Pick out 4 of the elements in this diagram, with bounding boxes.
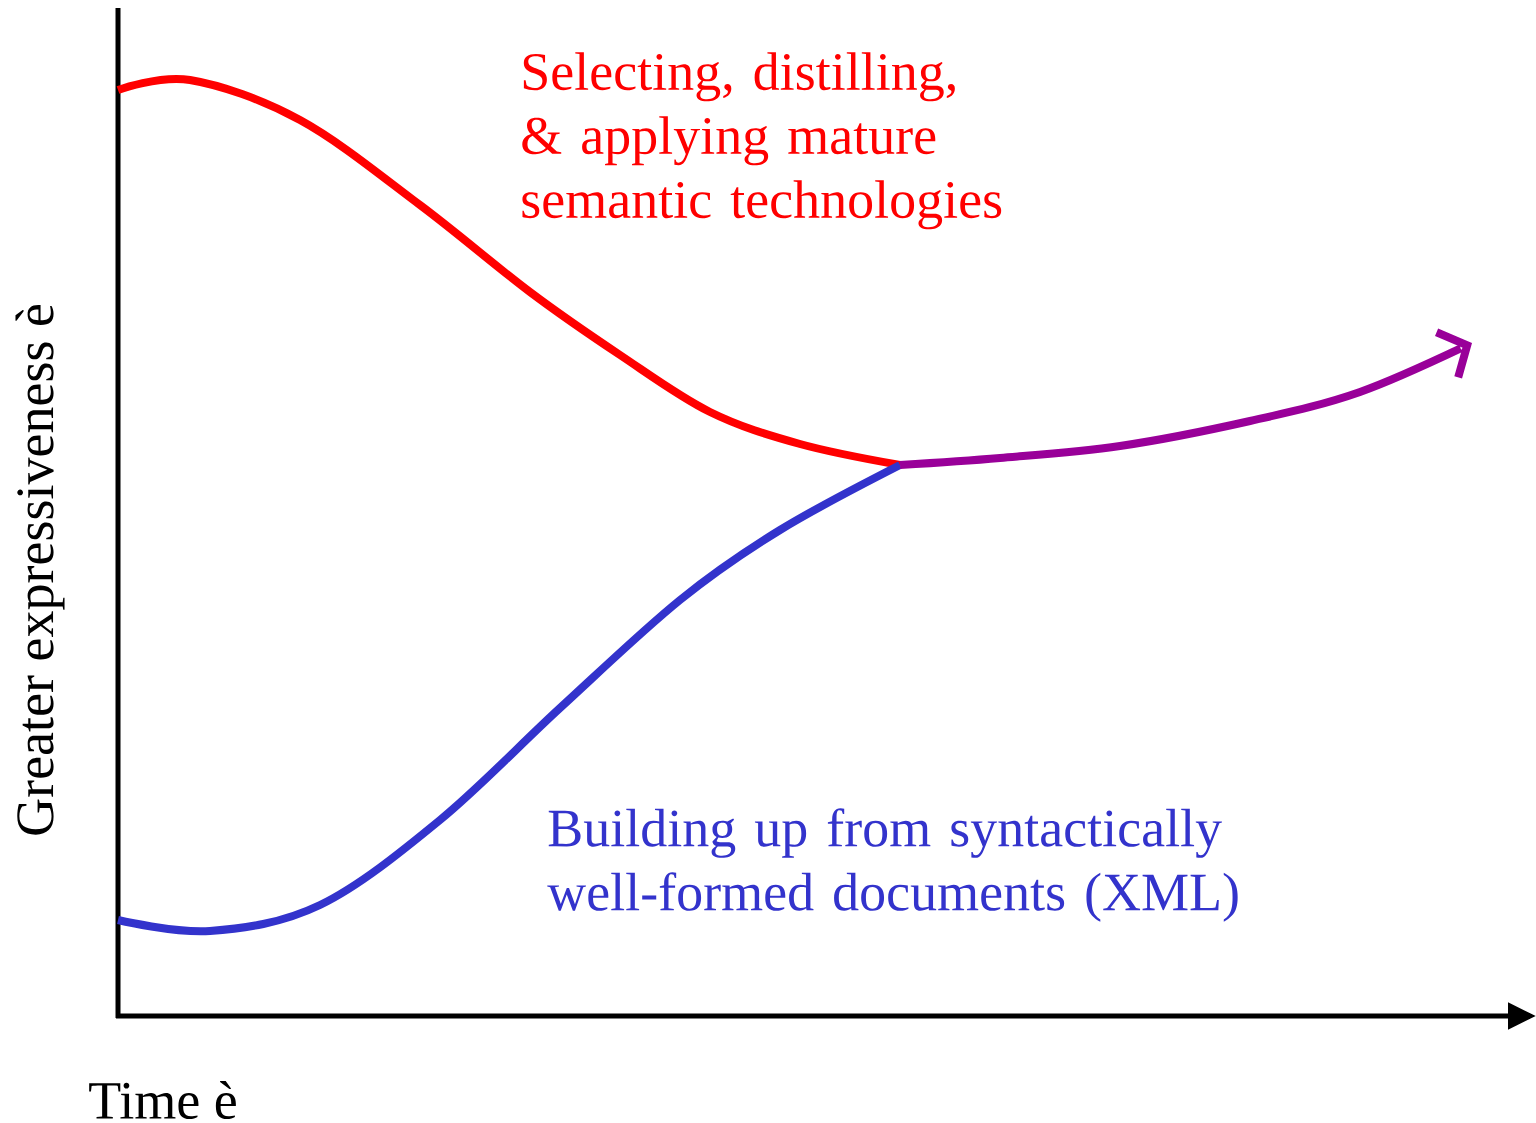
curve-label: Building up from syntactically well-formed documents (XML): [547, 808, 1238, 922]
curve-label: Selecting, distilling, & applying mature semantic technologies: [522, 52, 1002, 230]
axis-label: Greater expressiveness è: [15, 304, 65, 835]
axis-label: Time è: [89, 1080, 236, 1120]
